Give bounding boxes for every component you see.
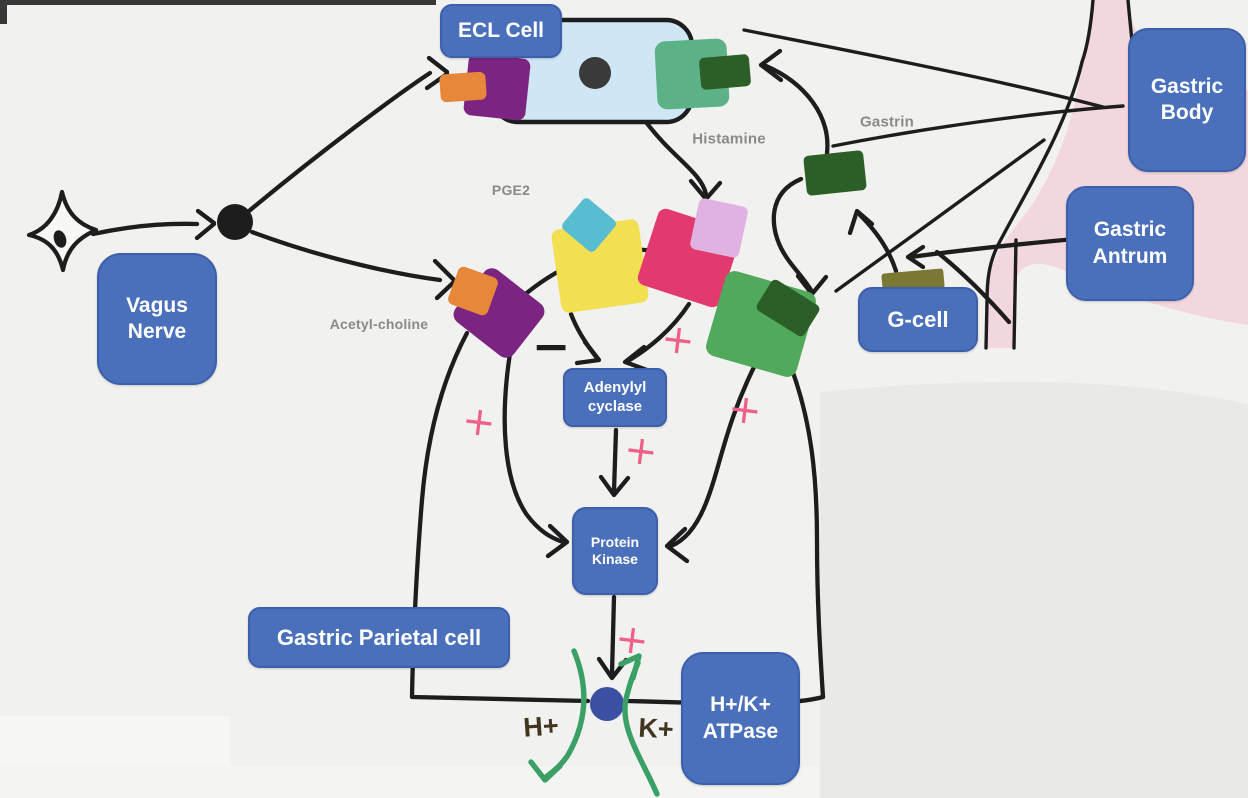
scan-edge-nub — [0, 0, 7, 24]
minus-sign-pge2: − — [531, 319, 571, 373]
plus-sign-pump: + — [612, 615, 652, 665]
h-ion-label: H+ — [522, 710, 560, 743]
acetylcholine-annotation: Acetyl-choline — [329, 316, 429, 332]
pge2-ligand — [562, 198, 616, 252]
gastrin-ligand-ecl — [699, 54, 751, 90]
gastrin-receptor-ecl — [654, 38, 730, 110]
histamine-annotation: Histamine — [692, 130, 766, 148]
ecl-nucleus — [579, 57, 611, 89]
gastric-body-label: Gastric Body — [1128, 28, 1246, 172]
adenylyl-cyclase-node: Adenylyl cyclase — [563, 368, 667, 427]
proton-pump-sketch — [528, 648, 660, 797]
histamine-ligand — [690, 198, 748, 258]
gastrin-ligand — [756, 279, 820, 337]
protein-kinase-node: Protein Kinase — [572, 507, 658, 595]
plus-sign-gastrin: + — [725, 385, 765, 435]
neuron-nucleus — [53, 230, 67, 248]
purple-receptor-ecl — [463, 53, 531, 121]
pge2-receptor — [551, 219, 649, 313]
gastric-antrum-label: Gastric Antrum — [1066, 186, 1194, 301]
hk-atpase-label: H+/K+ ATPase — [681, 652, 800, 785]
vagus-neuron-sketch — [26, 189, 253, 273]
neuron-cell-body — [26, 189, 99, 273]
acetylcholine-ligand — [448, 266, 498, 316]
pge2-annotation: PGE2 — [491, 182, 531, 198]
pathway-lines — [90, 0, 1136, 706]
plus-sign-camp: + — [621, 426, 661, 476]
plus-sign-acetylcholine: + — [459, 397, 499, 447]
gastrin-annotation: Gastrin — [860, 113, 914, 131]
g-cell-label: G-cell — [858, 287, 978, 352]
scan-shading — [0, 381, 1248, 798]
gastric-parietal-cell-label: Gastric Parietal cell — [248, 607, 510, 668]
k-ion-label: K+ — [637, 712, 675, 745]
acetylcholine-ligand-ecl — [439, 71, 487, 103]
proton-pump — [590, 687, 624, 721]
vagus-nerve-label: Vagus Nerve — [97, 253, 217, 385]
ecl-cell-label: ECL Cell — [440, 4, 562, 58]
ganglion-node — [217, 204, 253, 240]
scan-edge — [0, 0, 436, 5]
ecl-cell-label-text: ECL Cell — [458, 18, 544, 42]
plus-sign-histamine: + — [658, 315, 698, 365]
gastrin-molecule — [803, 150, 867, 196]
